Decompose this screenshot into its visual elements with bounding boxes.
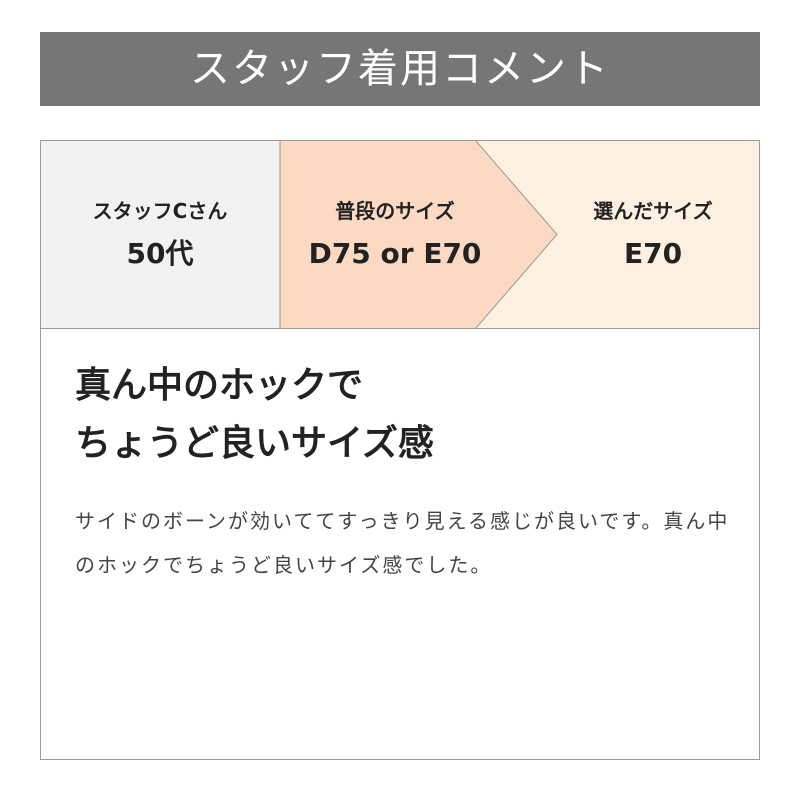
comment-heading: 真ん中のホックで ちょうど良いサイズ感	[75, 357, 735, 473]
comment-heading-line-2: ちょうど良いサイズ感	[75, 423, 434, 464]
chosen-size-value: E70	[623, 236, 683, 270]
size-info-background	[41, 141, 759, 328]
usual-size-value: D75 or E70	[308, 236, 482, 270]
staff-cell-background	[41, 141, 280, 328]
comment-body: サイドのボーンが効いててすっきり見える感じが良いです。真ん中のホックでちょうど良…	[75, 509, 730, 577]
staff-age: 50代	[126, 236, 194, 270]
chosen-size-label: 選んだサイズ	[593, 198, 713, 223]
page-title: スタッフ着用コメント	[190, 46, 610, 92]
staff-comment-card: スタッフCさん 50代 普段のサイズ D75 or E70 選んだサイズ E70…	[40, 140, 760, 760]
chosen-size-cell: 選んだサイズ E70	[533, 141, 759, 328]
staff-cell: スタッフCさん 50代	[41, 141, 279, 328]
arrow-outline	[475, 141, 558, 328]
section-divider	[41, 328, 759, 329]
title-bar: スタッフ着用コメント	[40, 32, 760, 106]
usual-size-arrow-shape	[280, 141, 557, 328]
comment-block: 真ん中のホックで ちょうど良いサイズ感 サイドのボーンが効いててすっきり見える感…	[75, 357, 735, 607]
size-info-row: スタッフCさん 50代 普段のサイズ D75 or E70 選んだサイズ E70	[41, 141, 759, 328]
comment-heading-line-1: 真ん中のホックで	[75, 365, 364, 406]
usual-size-label: 普段のサイズ	[335, 198, 455, 223]
usual-size-cell: 普段のサイズ D75 or E70	[280, 141, 510, 328]
staff-label: スタッフCさん	[92, 198, 228, 223]
